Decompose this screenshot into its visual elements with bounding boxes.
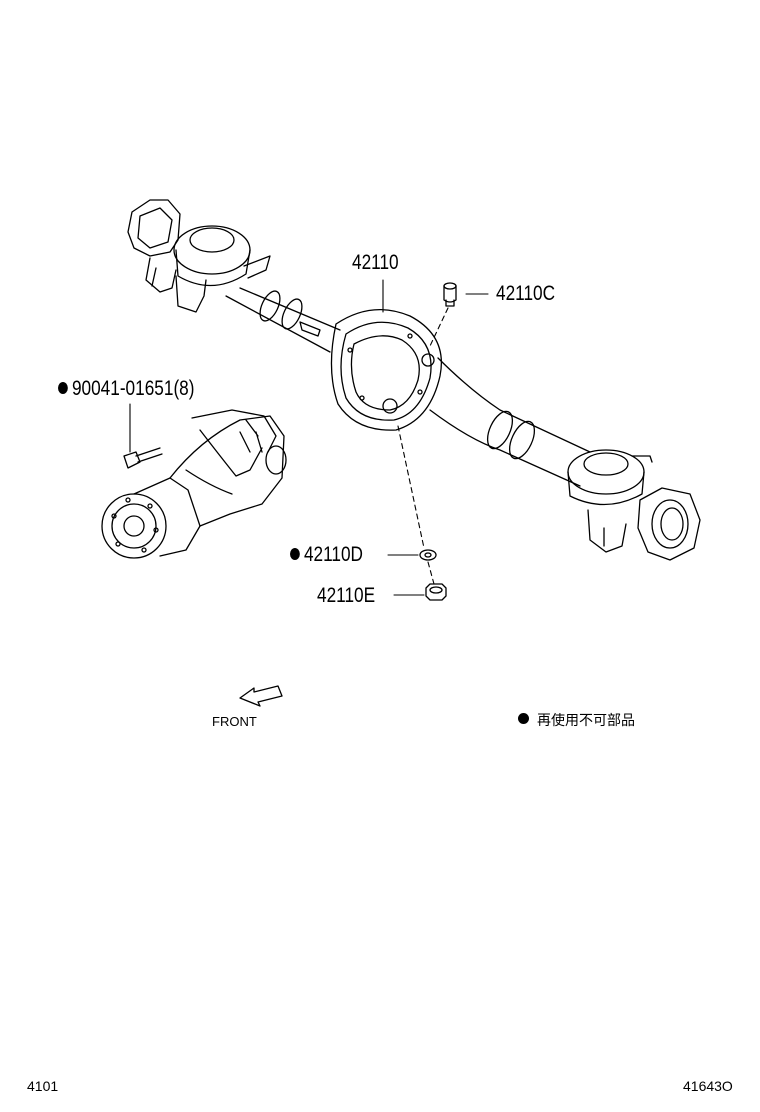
- callout-90041-01651-text: 90041-01651(8): [71, 377, 195, 400]
- callout-42110d-text: 42110D: [303, 543, 363, 566]
- legend-non-reusable: 再使用不可部品: [518, 710, 635, 730]
- axle-housing-illustration: [127, 199, 701, 561]
- differential-carrier-illustration: [101, 409, 287, 559]
- gasket-illustration: [419, 549, 437, 561]
- callout-42110: 42110: [352, 251, 399, 274]
- front-arrow-icon: [239, 685, 283, 707]
- drain-plug-illustration: [425, 583, 447, 601]
- legend-dot-icon: [518, 713, 529, 724]
- callout-42110d: 42110D: [290, 543, 363, 567]
- leader-lines: [129, 279, 489, 596]
- non-reusable-dot-icon: [58, 382, 68, 394]
- callout-90041-01651: 90041-01651(8): [58, 377, 194, 401]
- callout-42110c: 42110C: [496, 282, 556, 305]
- front-label: FRONT: [212, 714, 257, 729]
- footer-left-code: 4101: [27, 1078, 59, 1094]
- breather-plug-illustration: [443, 282, 457, 307]
- non-reusable-dot-icon: [290, 548, 300, 560]
- bolt-illustration: [123, 447, 163, 469]
- legend-text: 再使用不可部品: [537, 712, 635, 728]
- callout-42110e: 42110E: [317, 584, 376, 607]
- footer-right-code: 41643O: [683, 1078, 733, 1094]
